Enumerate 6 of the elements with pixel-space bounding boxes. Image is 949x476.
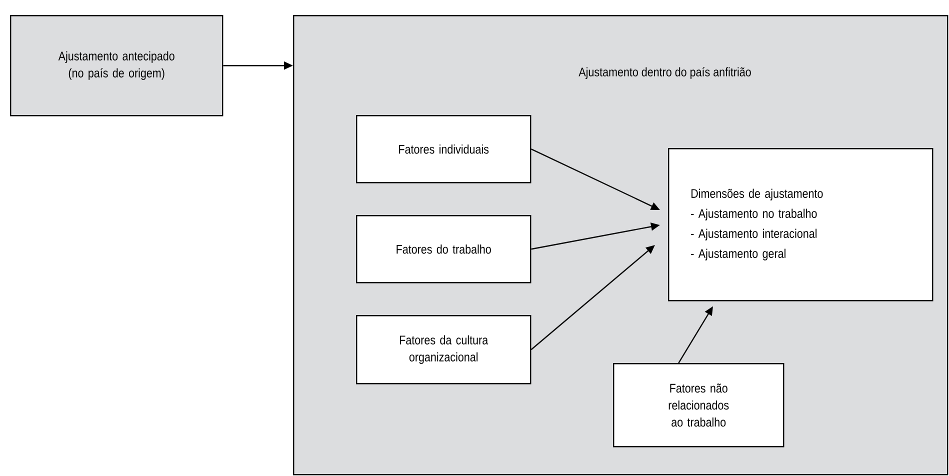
factor-box: Ajustamento antecipado (no país de origem) [10, 15, 224, 116]
factor-box: Fatores do trabalho [356, 215, 532, 284]
factor-box: Fatores da cultura organizacional [356, 315, 532, 384]
factor-box: Fatores individuais [356, 115, 532, 184]
dimensions-box: Dimensões de ajustamento - Ajustamento no trabalho - Ajustamento interacional - Ajustamento geral [668, 148, 934, 302]
factor-box: Fatores não relacionados ao trabalho [613, 363, 784, 448]
